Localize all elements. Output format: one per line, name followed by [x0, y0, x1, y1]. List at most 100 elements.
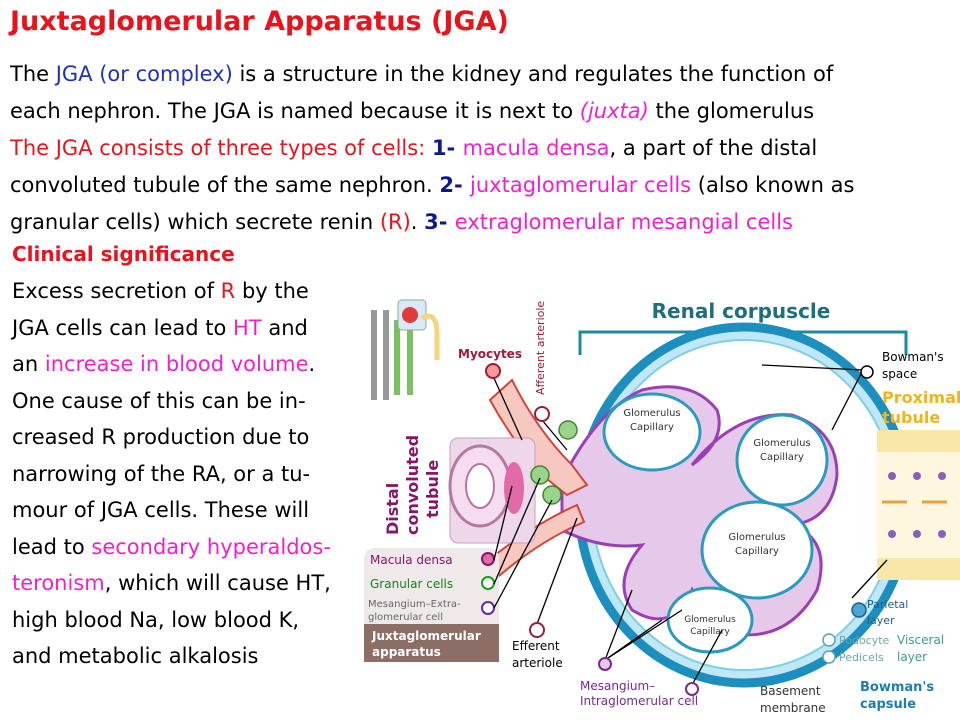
afferent-arteriole-label: Afferent arteriole	[534, 301, 547, 395]
list-number-2: 2-	[439, 173, 471, 197]
intro-text: , a part of the distal	[609, 136, 818, 160]
proximal-tubule-label: tubule	[882, 408, 940, 427]
intro-line-4: convoluted tubule of the same nephron. 2…	[10, 167, 955, 204]
leader-lines	[492, 364, 888, 686]
clinical-text: JGA cells can lead to	[12, 315, 234, 340]
macula-densa-label: Macula densa	[370, 553, 453, 567]
glomerulus-capillary-label: Glomerulus	[623, 408, 680, 419]
glomerulus-capillary-label: Glomerulus	[753, 438, 810, 449]
intro-text: is a structure in the kidney and regulat…	[232, 62, 834, 86]
clinical-text: .	[308, 352, 316, 376]
glomerulus	[560, 385, 839, 654]
mesangium-extra-label: Mesangium–Extra-	[368, 599, 461, 610]
intro-text: the glomerulus	[648, 99, 815, 123]
jga-legend: Macula densa Granular cells Mesangium–Ex…	[364, 548, 499, 662]
clinical-line: mour of JGA cells. These will	[12, 498, 310, 522]
blood-volume-term: increase in blood volume	[44, 352, 309, 376]
clinical-line: JGA cells can lead to HT and	[12, 310, 362, 347]
clinical-text: lead to	[12, 534, 92, 559]
clinical-text: , which will cause HT,	[104, 571, 331, 595]
visceral-layer-label: Visceral	[897, 633, 944, 647]
jga-term: JGA (or complex)	[55, 62, 233, 86]
leader-markers	[485, 363, 874, 696]
jga-label: apparatus	[372, 645, 441, 659]
jga-diagram: Renal corpuscle Myocytes A	[364, 299, 960, 715]
clinical-text: by the	[235, 279, 309, 303]
clinical-paragraph: Excess secretion of R by the JGA cells c…	[12, 273, 362, 675]
mesangium-intra-label: Mesangium–	[580, 679, 655, 693]
hyperaldosteronism-term: secondary hyperaldos-	[91, 534, 331, 559]
glomerulus-capillary-label: Capillary	[735, 546, 779, 557]
distal-tubule-label: Distal	[383, 483, 402, 535]
basement-membrane-label: membrane	[760, 701, 826, 715]
clinical-line: narrowing of the RA, or a tu-	[12, 461, 311, 486]
clinical-line: high blood Na, low blood K,	[12, 607, 300, 632]
glomerulus-capillary-label: Capillary	[690, 627, 730, 637]
clinical-text: Excess secretion of	[12, 279, 221, 303]
pedicels-label: Pedicels	[839, 651, 884, 664]
proximal-tubule	[877, 430, 960, 580]
clinical-text: an	[12, 352, 45, 376]
intro-line-1: The JGA (or complex) is a structure in t…	[10, 56, 955, 93]
mesangial-cells-term: extraglomerular mesangial cells	[454, 210, 793, 234]
renal-corpuscle-label: Renal corpuscle	[652, 299, 831, 323]
glomerulus-capillary-label: Glomerulus	[728, 532, 785, 543]
jga-label: Juxtaglomerular	[371, 629, 481, 643]
granular-cells-label: Granular cells	[370, 577, 453, 591]
mesangium-intra-label: Intraglomerular cell	[580, 694, 698, 708]
clinical-line: One cause of this can be in-	[12, 388, 306, 413]
intro-text: .	[410, 210, 425, 234]
bowmans-capsule-label: capsule	[860, 697, 916, 712]
granular-cells-cluster	[530, 420, 578, 505]
clinical-line: and metabolic alkalosis	[12, 644, 259, 668]
distal-tubule-label: convoluted	[403, 435, 422, 535]
intro-text: (also known as	[691, 173, 855, 197]
glomerulus-capillary-label: Glomerulus	[684, 615, 736, 625]
intro-text: The	[10, 62, 56, 86]
macula-densa-term: macula densa	[462, 136, 610, 160]
intro-text: granular cells) which secrete renin	[10, 210, 380, 234]
clinical-line: an increase in blood volume.	[12, 346, 362, 383]
visceral-layer-label: layer	[897, 650, 927, 664]
clinical-heading: Clinical significance	[12, 242, 235, 266]
glomerulus-capillary-label: Capillary	[760, 452, 804, 463]
myocytes-label: Myocytes	[458, 347, 522, 361]
afferent-arteriole	[488, 378, 589, 497]
proximal-tubule-label: Proximal	[882, 388, 960, 407]
parietal-layer-label: Parietal	[867, 598, 908, 611]
hyperaldosteronism-term: teronism	[12, 571, 105, 595]
mesangium-extra-label: glomerular cell	[368, 612, 443, 623]
clinical-line: creased R production due to	[12, 425, 310, 449]
bowmans-space-label: Bowman's	[882, 350, 944, 364]
ht-term: HT	[233, 315, 262, 340]
bowmans-capsule-label: Bowman's	[860, 680, 934, 695]
distal-tubule-label: tubule	[423, 460, 442, 518]
clinical-line: teronism, which will cause HT,	[12, 565, 362, 602]
efferent-arteriole-label: arteriole	[512, 656, 563, 670]
intro-line-5: granular cells) which secrete renin (R).…	[10, 204, 955, 241]
efferent-arteriole-label: Efferent	[512, 639, 560, 653]
glomerulus-capillary-label: Capillary	[630, 422, 674, 433]
clinical-text: and	[261, 315, 308, 340]
basement-membrane-label: Basement	[760, 684, 821, 698]
juxtaglomerular-cells-term: juxtaglomerular cells	[470, 173, 692, 197]
podocyte-label: Podocyte	[839, 634, 890, 647]
bowmans-space-label: space	[882, 367, 917, 381]
intro-line-3: The JGA consists of three types of cells…	[10, 130, 955, 167]
nephron-thumbnail	[371, 299, 440, 400]
list-number-1: 1-	[431, 136, 463, 160]
page-title: Juxtaglomerular Apparatus (JGA)	[10, 6, 509, 37]
juxta-term: (juxta)	[579, 99, 649, 123]
clinical-line: Excess secretion of R by the	[12, 273, 362, 310]
list-number-3: 3-	[424, 210, 455, 234]
intro-text: convoluted tubule of the same nephron.	[10, 173, 440, 197]
renin-abbrev: R	[220, 279, 236, 303]
distal-tubule	[448, 437, 536, 544]
clinical-line: lead to secondary hyperaldos-	[12, 529, 362, 566]
renin-term: (R)	[379, 210, 411, 234]
intro-line-2: each nephron. The JGA is named because i…	[10, 93, 955, 130]
cell-types-lead: The JGA consists of three types of cells…	[10, 136, 432, 160]
intro-paragraph: The JGA (or complex) is a structure in t…	[10, 56, 955, 241]
intro-text: each nephron. The JGA is named because i…	[10, 99, 580, 123]
parietal-layer-label: layer	[867, 614, 895, 627]
